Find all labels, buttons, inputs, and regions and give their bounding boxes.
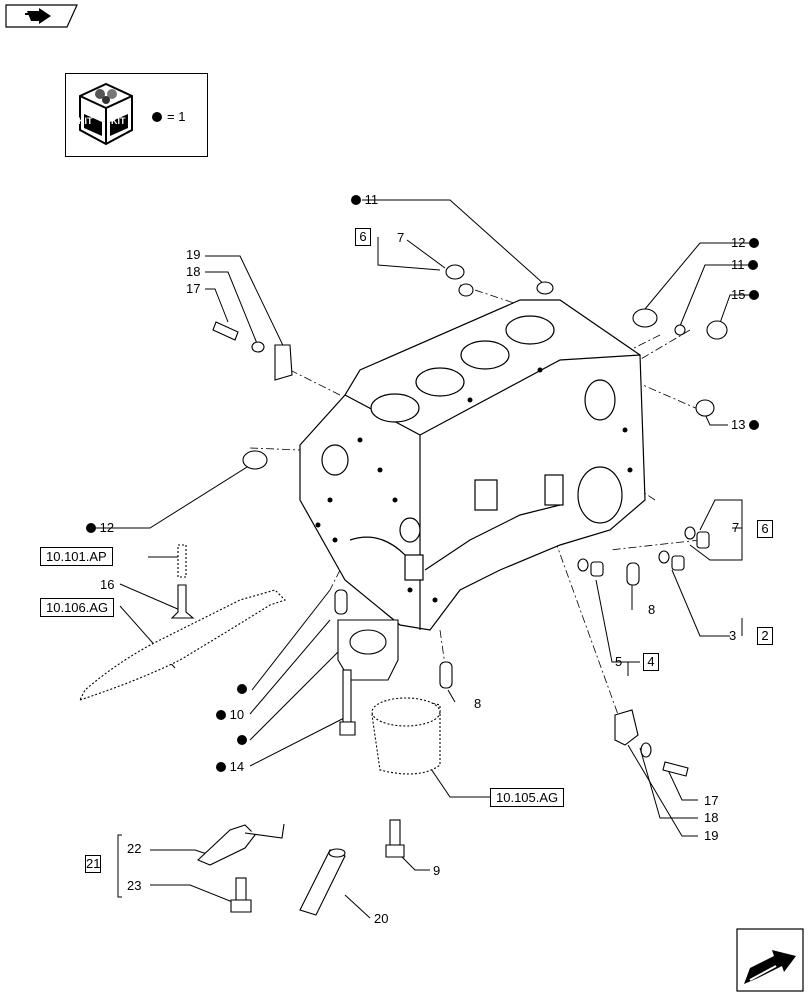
callout-18-left: 18 [186, 264, 201, 279]
callout-11-top-text: 11 [364, 192, 379, 207]
callout-13-right: 13 [731, 417, 760, 432]
callout-18-right: 18 [704, 810, 719, 825]
callout-4-box[interactable]: 4 [643, 653, 659, 671]
callout-19-left: 19 [186, 247, 201, 262]
callout-17-left: 17 [186, 281, 201, 296]
kit-dot-icon [86, 523, 96, 533]
callout-11-top: 11 [351, 193, 378, 207]
callout-20: 20 [374, 911, 389, 926]
callout-12-right: 12 [731, 235, 760, 250]
kit-dot-icon [216, 710, 226, 720]
callout-12-left: 12 [86, 521, 114, 535]
callout-9: 9 [433, 863, 441, 878]
leader-lines [90, 199, 755, 919]
callout-21-box[interactable]: 21 [85, 855, 101, 873]
callout-7-right: 7 [732, 520, 740, 535]
small-parts [78, 264, 728, 916]
engine-block [299, 299, 646, 631]
callout-23: 23 [127, 878, 142, 893]
kit-legend-box: KIT KIT = 1 [65, 73, 208, 157]
callout-15-right-text: 15 [731, 287, 746, 302]
kit-dot-icon [749, 290, 760, 300]
callout-17-right: 17 [704, 793, 719, 808]
callout-6-box-right[interactable]: 6 [757, 520, 773, 538]
ref-link-10-105-ag[interactable]: 10.105.AG [490, 788, 565, 807]
callout-11-right: 11 [731, 257, 759, 272]
kit-dot-icon [749, 420, 760, 430]
callout-8-right: 8 [648, 602, 656, 617]
next-page-icon[interactable] [736, 928, 806, 999]
kit-dot-icon [216, 762, 226, 772]
callout-22: 22 [127, 841, 142, 856]
kit-dot-icon [237, 684, 247, 694]
block-holes [315, 367, 633, 603]
callout-13-right-text: 13 [731, 417, 746, 432]
callout-16: 16 [100, 577, 115, 592]
kit-equals-text: = 1 [167, 109, 186, 124]
kit-dot-icon [237, 735, 247, 745]
previous-page-icon[interactable] [5, 4, 79, 33]
callout-3: 3 [729, 628, 737, 643]
callout-7-top: 7 [397, 230, 405, 245]
ref-link-10-106-ag[interactable]: 10.106.AG [40, 598, 115, 617]
kit-dot-icon [749, 238, 760, 248]
callout-10: 10 [216, 708, 244, 722]
callout-19-right: 19 [704, 828, 719, 843]
kit-text-1: KIT [78, 116, 93, 126]
kit-dot-icon [152, 112, 162, 122]
callout-6-box-top[interactable]: 6 [355, 228, 371, 246]
ref-link-10-101-ap[interactable]: 10.101.AP [40, 547, 113, 566]
callout-11-right-text: 11 [731, 257, 745, 272]
callout-14-text: 14 [229, 759, 245, 774]
callout-12-left-text: 12 [99, 520, 115, 535]
callout-15-right: 15 [731, 287, 760, 302]
callout-5: 5 [615, 654, 623, 669]
kit-box-icon [79, 82, 133, 146]
callout-10-text: 10 [229, 707, 245, 722]
kit-dot-icon [351, 195, 361, 205]
kit-dot-icon [748, 260, 759, 270]
callout-14: 14 [216, 760, 244, 774]
callout-12-right-text: 12 [731, 235, 746, 250]
callout-2-box[interactable]: 2 [757, 627, 773, 645]
kit-text-2: KIT [111, 116, 126, 126]
callout-8-mid: 8 [474, 696, 482, 711]
